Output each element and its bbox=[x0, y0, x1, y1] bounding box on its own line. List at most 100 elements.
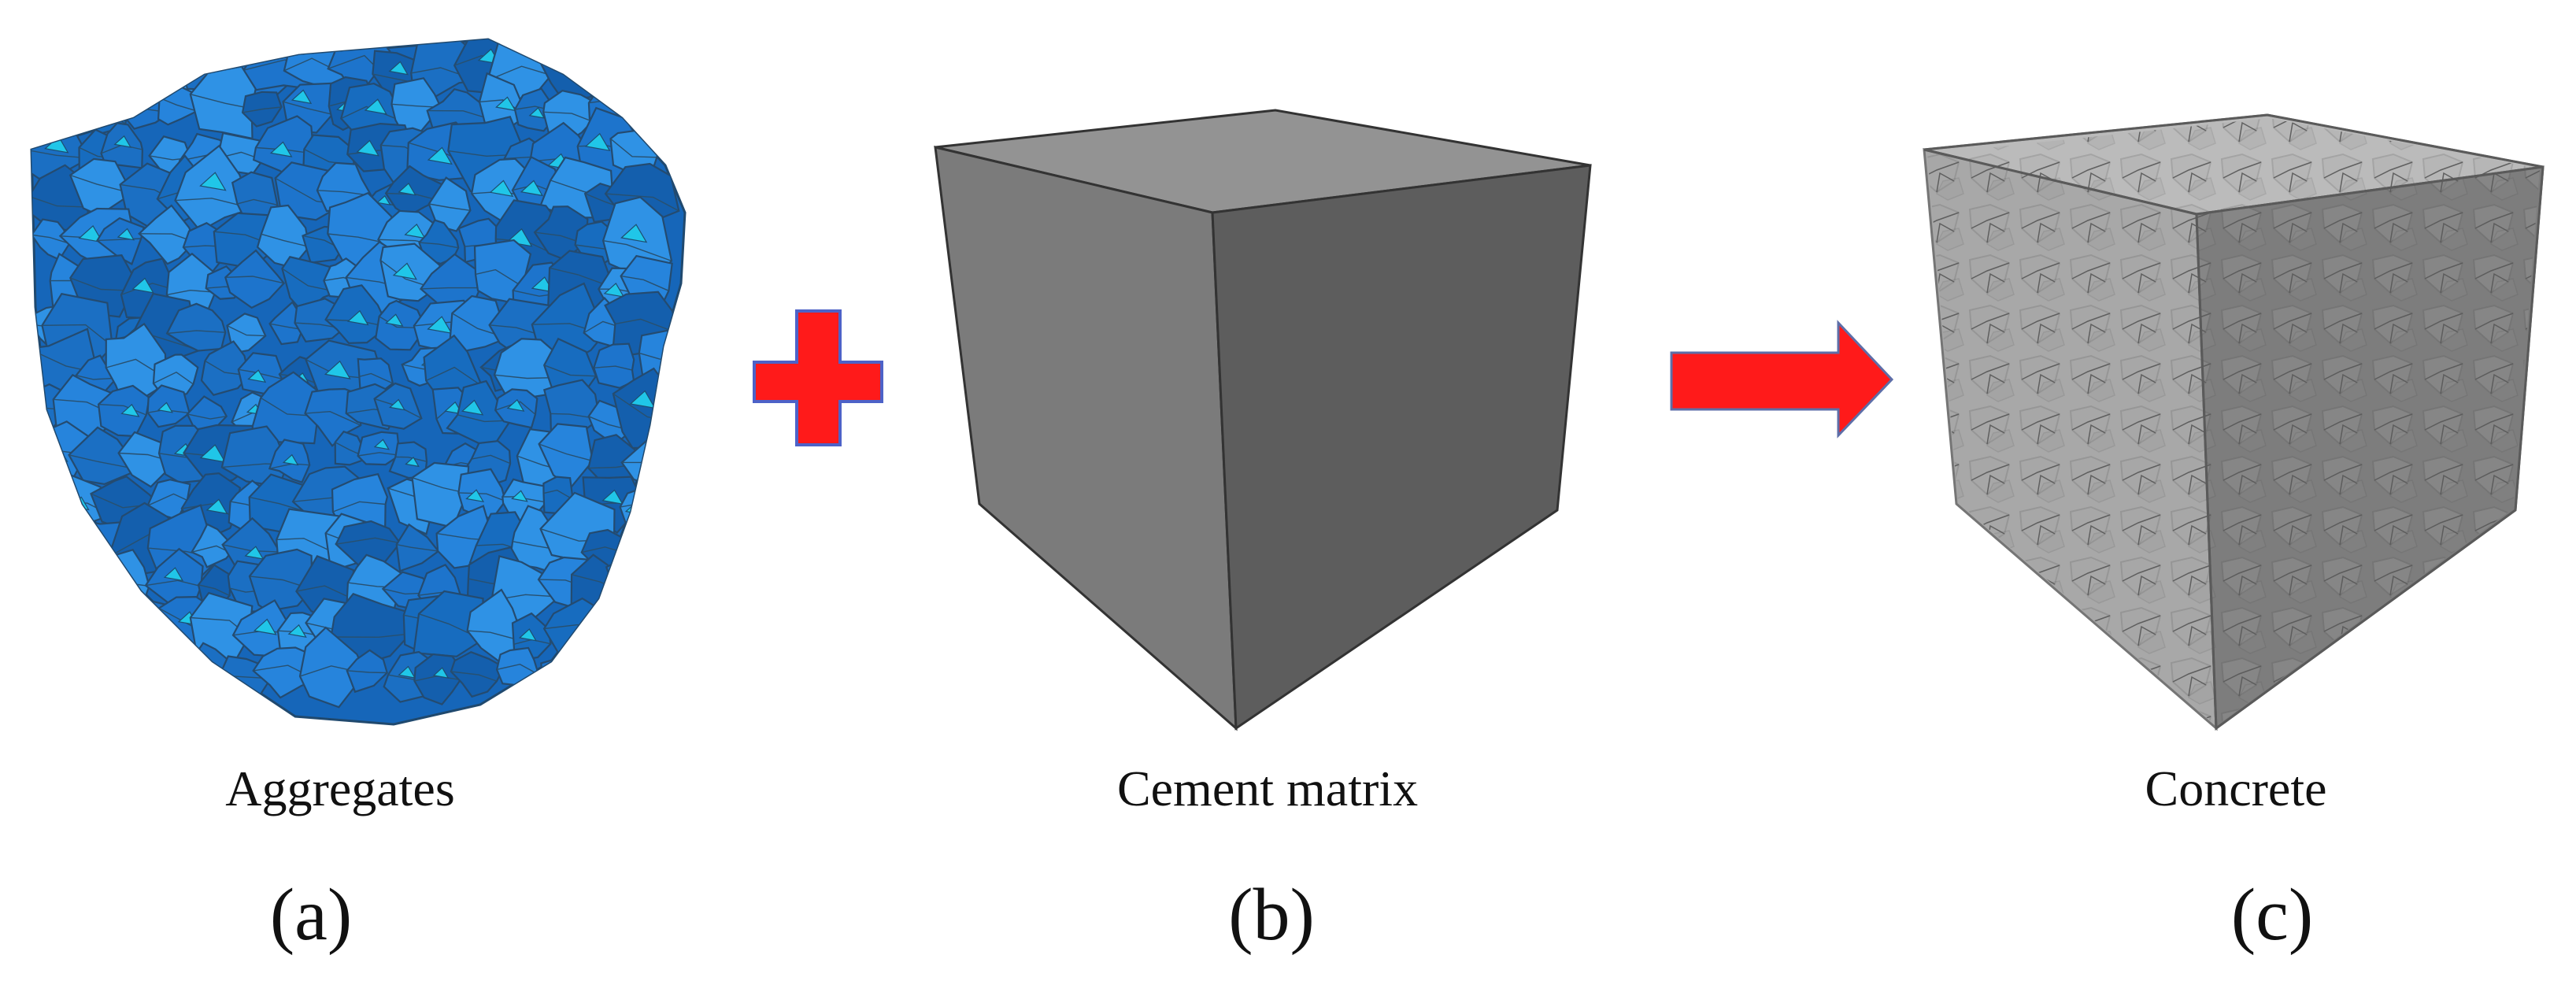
aggregate-highlight bbox=[392, 262, 417, 280]
aggregate-highlight bbox=[37, 659, 58, 674]
aggregate-highlight bbox=[324, 360, 351, 379]
aggregate-highlight bbox=[113, 135, 132, 148]
aggregate-ridge bbox=[187, 668, 229, 672]
aggregate-ridge bbox=[105, 679, 168, 684]
aggregate-ridge bbox=[620, 87, 683, 117]
aggregate-ridge bbox=[31, 68, 70, 81]
aggregate-piece bbox=[298, 626, 366, 709]
aggregate-highlight bbox=[528, 107, 546, 119]
aggregate-ridge bbox=[610, 138, 657, 158]
aggregate-ridge bbox=[396, 543, 439, 552]
aggregate-ridge bbox=[615, 318, 679, 334]
aggregate-piece bbox=[601, 638, 668, 720]
aggregate-ridge bbox=[602, 669, 668, 689]
aggregate-highlight bbox=[506, 398, 525, 412]
aggregate-piece bbox=[31, 639, 78, 694]
aggregate-highlight bbox=[34, 588, 50, 600]
aggregate-ridge bbox=[31, 484, 72, 498]
aggregate-ridge bbox=[145, 579, 202, 587]
aggregate-highlight bbox=[629, 390, 657, 409]
aggregate-ridge bbox=[76, 375, 117, 380]
aggregate-piece bbox=[31, 46, 71, 100]
aggregate-highlight bbox=[199, 172, 227, 191]
aggregate-ridge bbox=[237, 198, 278, 205]
aggregate-ridge bbox=[593, 620, 641, 630]
aggregate-piece bbox=[39, 645, 122, 716]
aggregate-highlight bbox=[269, 141, 293, 157]
aggregate-highlight bbox=[253, 618, 277, 635]
aggregate-ridge bbox=[395, 456, 427, 462]
aggregate-ridge bbox=[359, 372, 394, 384]
aggregate-ridge bbox=[296, 585, 354, 600]
aggregate-ridge bbox=[42, 324, 113, 347]
aggregates-cluster bbox=[30, 38, 687, 726]
aggregate-highlight bbox=[68, 576, 89, 590]
aggregate-ridge bbox=[542, 677, 594, 692]
aggregate-highlight bbox=[247, 369, 267, 383]
aggregate-ridge bbox=[147, 493, 188, 506]
aggregate-ridge bbox=[227, 324, 266, 337]
aggregate-ridge bbox=[594, 365, 633, 371]
aggregate-piece bbox=[564, 651, 635, 707]
aggregate-ridge bbox=[242, 106, 282, 113]
aggregate-highlight bbox=[385, 313, 404, 327]
aggregate-highlight bbox=[622, 668, 648, 687]
aggregate-highlight bbox=[404, 223, 426, 239]
aggregate-highlight bbox=[364, 98, 387, 115]
aggregate-highlight bbox=[158, 658, 183, 676]
plus-icon bbox=[753, 309, 883, 446]
concrete-caption: Concrete bbox=[2145, 761, 2327, 816]
aggregate-piece bbox=[625, 46, 672, 87]
panel-label-c: (c) bbox=[2230, 874, 2314, 956]
aggregate-highlight bbox=[282, 453, 299, 466]
aggregate-piece bbox=[31, 514, 86, 571]
aggregate-highlight bbox=[495, 96, 516, 112]
aggregate-piece bbox=[493, 338, 563, 399]
aggregate-piece bbox=[466, 588, 526, 664]
aggregate-highlight bbox=[157, 402, 173, 413]
aggregate-piece bbox=[357, 431, 401, 466]
aggregate-ridge bbox=[153, 371, 194, 385]
aggregate-ridge bbox=[425, 366, 483, 387]
aggregate-highlight bbox=[131, 277, 154, 294]
aggregate-ridge bbox=[346, 670, 387, 674]
panel-label-a: (a) bbox=[269, 874, 353, 956]
aggregate-ridge bbox=[620, 275, 669, 291]
aggregate-ridge bbox=[31, 668, 76, 673]
aggregate-piece bbox=[592, 609, 642, 646]
aggregate-highlight bbox=[465, 489, 485, 503]
aggregate-ridge bbox=[31, 195, 88, 208]
aggregate-piece bbox=[79, 52, 117, 87]
aggregate-ridge bbox=[420, 287, 480, 290]
concrete-cube-inner-edge bbox=[2196, 165, 2544, 216]
aggregate-ridge bbox=[41, 669, 121, 682]
cement-matrix-cube bbox=[934, 109, 1592, 731]
concrete-aggregate-inclusions bbox=[1927, 118, 2540, 726]
aggregate-ridge bbox=[225, 276, 284, 284]
aggregate-ridge bbox=[83, 621, 144, 642]
aggregate-highlight bbox=[620, 224, 648, 243]
aggregate-piece bbox=[103, 642, 169, 712]
aggregate-piece bbox=[103, 41, 155, 91]
aggregate-highlight bbox=[398, 182, 416, 196]
aggregate-highlight bbox=[199, 444, 227, 463]
aggregate-highlight bbox=[244, 546, 265, 560]
aggregate-ridge bbox=[602, 240, 672, 262]
aggregate-ridge bbox=[539, 443, 593, 462]
aggregate-ridge bbox=[142, 665, 206, 676]
aggregate-ridge bbox=[341, 106, 405, 124]
aggregate-highlight bbox=[461, 399, 484, 416]
aggregate-piece bbox=[346, 649, 388, 694]
aggregate-highlight bbox=[584, 132, 611, 152]
aggregate-ridge bbox=[621, 619, 685, 636]
aggregate-highlight bbox=[376, 194, 391, 205]
aggregate-highlight bbox=[601, 489, 624, 505]
aggregate-highlight bbox=[427, 146, 453, 165]
aggregate-ridge bbox=[69, 174, 133, 194]
aggregate-ridge bbox=[44, 102, 75, 117]
aggregate-ridge bbox=[335, 537, 401, 545]
cement-matrix-side-face bbox=[1211, 164, 1592, 731]
aggregate-highlight bbox=[405, 456, 420, 468]
aggregate-ridge bbox=[31, 148, 90, 159]
